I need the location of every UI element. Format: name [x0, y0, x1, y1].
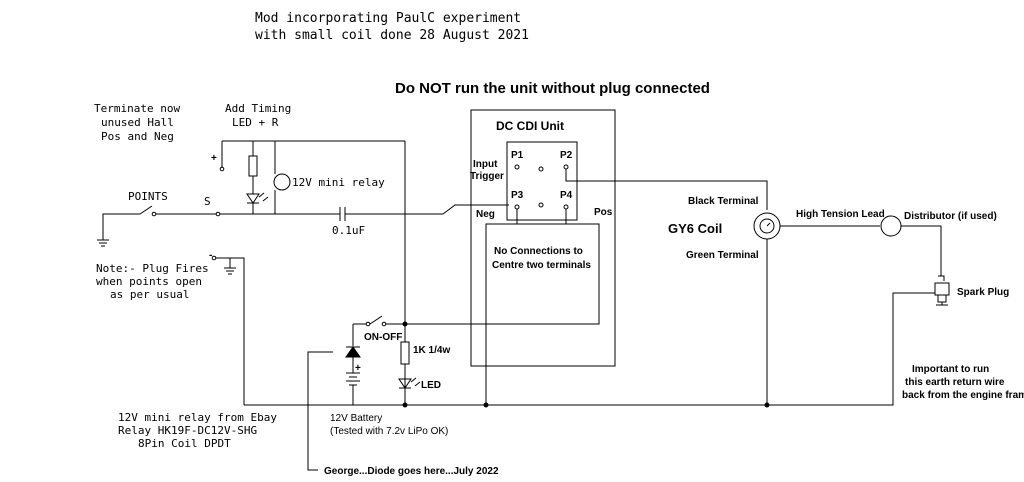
p4-label: P4 [560, 190, 573, 201]
minus-label: - [209, 250, 212, 261]
plus-label: + [211, 153, 217, 164]
timing-note-2: LED + R [232, 116, 279, 129]
hall-note-1: Terminate now [94, 102, 180, 115]
relay-label: 12V mini relay [292, 176, 385, 189]
distributor-label: Distributor (if used) [904, 211, 997, 222]
plug-note-2: when points open [96, 275, 202, 288]
relay-note-1: 12V mini relay from Ebay [118, 411, 277, 424]
hall-note-3: Pos and Neg [101, 130, 174, 143]
left-ground-icon [224, 267, 236, 275]
ht-lead-label: High Tension Lead [796, 209, 885, 220]
relay-coil-icon [273, 173, 291, 191]
input-label-2: Trigger [470, 171, 504, 182]
on-off-switch-icon [369, 315, 383, 325]
points-left-wire [102, 213, 140, 240]
green-terminal-label: Green Terminal [686, 250, 759, 261]
led-label: LED [421, 380, 441, 391]
centre-terminal-top [538, 166, 544, 172]
plus-terminal [219, 166, 225, 172]
diode-note-bracket [307, 351, 333, 471]
plug-lead-wire [901, 225, 942, 276]
cdi-title: DC CDI Unit [496, 119, 564, 133]
minus-terminal [211, 255, 217, 261]
status-led-icon [398, 378, 412, 389]
battery-icon [346, 372, 360, 386]
diode-icon [345, 346, 361, 358]
battery-label-1: 12V Battery [330, 413, 382, 424]
header-line-1: Mod incorporating PaulC experiment [255, 11, 521, 26]
p1-terminal [514, 164, 520, 170]
p2-label: P2 [560, 150, 573, 161]
hall-note-2: unused Hall [101, 116, 174, 129]
no-conn-label-1: No Connections to [494, 246, 583, 257]
p3-terminal [514, 204, 520, 210]
battery-plus: + [355, 363, 361, 374]
diode-note: George...Diode goes here...July 2022 [324, 466, 499, 477]
cdi-unit-box [470, 109, 616, 367]
relay-note-2: Relay HK19F-DC12V-SHG [118, 424, 257, 437]
relay-note-3: 8Pin Coil DPDT [138, 437, 231, 450]
points-label: POINTS [128, 190, 168, 203]
timing-note-1: Add Timing [225, 102, 291, 115]
battery-label-2: (Tested with 7.2v LiPo OK) [330, 426, 448, 437]
header-line-2: with small coil done 28 August 2021 [255, 28, 529, 43]
neg-label: Neg [476, 209, 495, 220]
earth-note-2: this earth return wire [905, 377, 1005, 388]
on-off-label: ON-OFF [364, 332, 402, 343]
points-ground-icon [97, 239, 109, 247]
points-switch-icon [139, 205, 153, 215]
p2-terminal [563, 164, 569, 170]
s-terminal [215, 211, 221, 217]
led-resistor-icon [400, 341, 410, 365]
s-label: S [204, 195, 211, 208]
spark-plug-label: Spark Plug [957, 287, 1009, 298]
earth-note-1: Important to run [912, 364, 989, 375]
capacitor-label: 0.1uF [332, 224, 365, 237]
centre-terminal-bottom [538, 202, 544, 208]
neg-loop-wire [386, 223, 600, 405]
no-conn-label-2: Centre two terminals [492, 260, 591, 271]
earth-note-3: back from the engine frame [902, 390, 1024, 401]
plug-note-1: Note:- Plug Fires [96, 262, 209, 275]
p4-terminal [563, 204, 569, 210]
p3-label: P3 [511, 190, 524, 201]
resistor-label: 1K 1/4w [413, 345, 450, 356]
plug-note-3: as per usual [110, 288, 189, 301]
coil-label: GY6 Coil [668, 221, 722, 236]
distributor-icon [880, 215, 902, 237]
earth-return-left-wire [216, 257, 245, 405]
input-label-1: Input [473, 159, 498, 170]
black-terminal-label: Black Terminal [688, 196, 759, 207]
timing-led-icon [246, 193, 260, 204]
black-terminal-wire [565, 169, 768, 210]
pos-label: Pos [594, 207, 613, 218]
timing-resistor-icon [248, 155, 258, 177]
earth-return-wire [244, 292, 935, 406]
capacitor-icon [339, 207, 346, 221]
trigger-wire [345, 204, 509, 215]
warning-title: Do NOT run the unit without plug connect… [395, 80, 710, 97]
spark-plug-icon [934, 282, 950, 296]
p1-label: P1 [511, 150, 524, 161]
